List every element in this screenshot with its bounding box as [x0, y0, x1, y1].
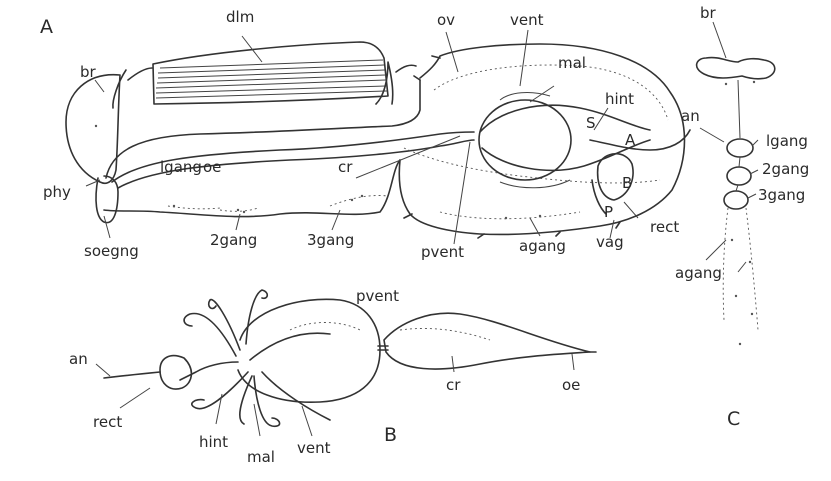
label-dlm: dlm: [226, 8, 254, 26]
label-hint: hint: [605, 90, 634, 108]
panel-a: A dlm br ov vent mal hint S A B P oe lga…: [40, 8, 690, 261]
label-soegng: soegng: [84, 242, 139, 260]
b-label-cr: cr: [446, 376, 461, 394]
label-vag: vag: [596, 233, 624, 251]
b-malpighian-tubules: [184, 290, 330, 426]
c-brain: [697, 58, 775, 79]
wing-base: [396, 65, 416, 72]
c-label-br: br: [700, 4, 717, 22]
leader-lines-b: [96, 354, 574, 436]
label-lgang: lgang: [160, 158, 202, 176]
label-letter-a: A: [625, 131, 636, 149]
label-ov: ov: [437, 11, 455, 29]
dlm-striations: [156, 60, 387, 98]
label-phy: phy: [43, 183, 71, 201]
panel-b: B pvent an rect hint mal vent cr oe: [69, 287, 596, 466]
c-ganglion-1: [727, 139, 753, 157]
panel-c-letter: C: [727, 408, 740, 430]
panel-c: C br an lgang 2gang 3gang agang: [675, 4, 809, 430]
c-label-an: an: [681, 107, 700, 125]
head-outline: [66, 75, 120, 184]
b-label-mal: mal: [247, 448, 275, 466]
hindgut: [590, 130, 690, 150]
c-label-agang: agang: [675, 264, 722, 282]
b-label-rect: rect: [93, 413, 122, 431]
c-nerve-cord-right: [746, 208, 758, 330]
b-crop-inner: [400, 328, 490, 340]
label-2gang: 2gang: [210, 231, 257, 249]
b-rectum: [160, 356, 191, 389]
c-stipple: [725, 81, 755, 345]
label-br: br: [80, 63, 97, 81]
label-letter-b: B: [622, 174, 632, 192]
panel-b-letter: B: [384, 424, 397, 446]
b-crop: [384, 313, 590, 369]
c-ganglion-3: [724, 191, 748, 209]
wing-hinge-left: [128, 68, 152, 80]
c-ganglion-2: [727, 167, 751, 185]
b-anus: [104, 372, 160, 378]
b-label-an: an: [69, 350, 88, 368]
thorax-ventral: [104, 160, 400, 217]
c-label-2gang: 2gang: [762, 160, 809, 178]
b-ventriculus: [238, 299, 380, 402]
c-nerve-cord-left: [723, 208, 728, 320]
label-agang: agang: [519, 237, 566, 255]
c-label-lgang: lgang: [766, 132, 808, 150]
label-oe: oe: [203, 158, 221, 176]
c-label-3gang: 3gang: [758, 186, 805, 204]
c-connective: [736, 80, 740, 191]
panel-a-letter: A: [40, 16, 53, 38]
label-3gang: 3gang: [307, 231, 354, 249]
b-label-pvent: pvent: [356, 287, 399, 305]
label-letter-p: P: [604, 203, 613, 221]
label-rect: rect: [650, 218, 679, 236]
label-s: S: [586, 114, 596, 132]
label-vent: vent: [510, 11, 544, 29]
abdomen-outline: [399, 44, 684, 235]
b-vent-inner: [290, 323, 360, 331]
b-label-oe: oe: [562, 376, 580, 394]
b-label-vent: vent: [297, 439, 331, 457]
label-mal: mal: [558, 54, 586, 72]
b-label-hint: hint: [199, 433, 228, 451]
label-pvent: pvent: [421, 243, 464, 261]
vent-tube-1: [480, 105, 650, 132]
label-cr: cr: [338, 158, 353, 176]
